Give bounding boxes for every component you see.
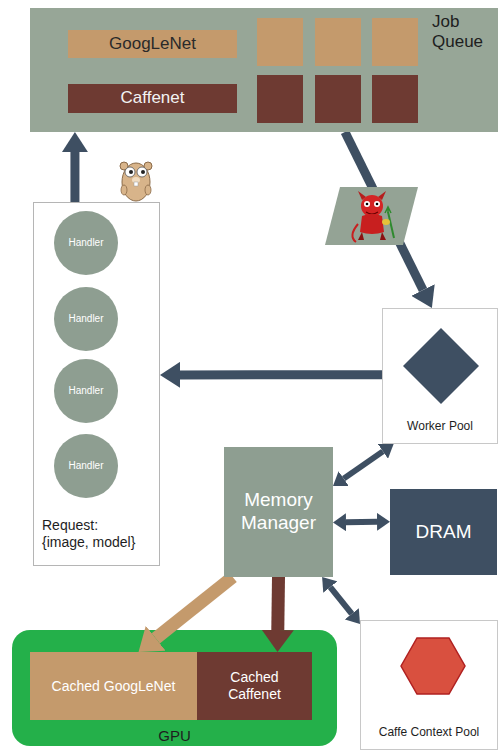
- flow-arrow: [344, 451, 383, 478]
- memory-manager-box: Memory Manager: [224, 447, 333, 577]
- flow-arrow: [180, 370, 382, 379]
- node-label: Handler: [68, 385, 103, 397]
- handler-circle: Handler: [54, 359, 118, 423]
- node-label: GPU: [158, 727, 191, 745]
- model-queue-bar: Caffenet: [68, 84, 237, 113]
- node-label: Memory Manager: [228, 489, 329, 535]
- job-queue-panel: Job QueueGoogLeNetCaffenet: [30, 8, 498, 132]
- node-label: GoogLeNet: [109, 34, 196, 54]
- flow-arrow: [346, 519, 377, 525]
- context-pool-box: Caffe Context Pool: [360, 620, 498, 750]
- node-label: Worker Pool: [407, 419, 473, 433]
- queued-job-squares: [30, 8, 498, 132]
- handler-circle: Handler: [54, 434, 118, 498]
- node-label: Handler: [68, 313, 103, 325]
- flow-arrow: [70, 152, 79, 202]
- handler-circle: Handler: [54, 211, 118, 275]
- gopher-mascot: [120, 162, 152, 201]
- flow-arrow: [271, 577, 285, 630]
- node-label: Request: {image, model}: [42, 517, 142, 551]
- worker-pool-box: Worker Pool: [382, 308, 498, 444]
- gpu-region: GPU Cached GoogLeNet Cached Caffenet: [12, 630, 337, 746]
- flow-arrow: [156, 577, 233, 638]
- node-label: Handler: [68, 237, 103, 249]
- node-label: Cached Caffenet: [220, 669, 290, 703]
- dram-box: DRAM: [390, 489, 497, 575]
- node-label: Cached GoogLeNet: [52, 678, 176, 695]
- gpu-ground: [12, 630, 337, 746]
- handler-circle: Handler: [54, 287, 118, 351]
- node-label: Job Queue: [432, 12, 492, 53]
- cache-box: Cached GoogLeNet: [30, 652, 197, 720]
- daemon-card: [325, 187, 418, 245]
- node-label: Caffe Context Pool: [379, 725, 480, 739]
- cache-box: Cached Caffenet: [197, 652, 312, 720]
- request-box: Request: {image, model}HandlerHandlerHan…: [33, 202, 160, 566]
- node-label: DRAM: [416, 521, 472, 544]
- node-label: Caffenet: [121, 88, 185, 108]
- node-label: Handler: [68, 460, 103, 472]
- flow-arrow: [330, 587, 352, 614]
- model-queue-bar: GoogLeNet: [68, 30, 237, 58]
